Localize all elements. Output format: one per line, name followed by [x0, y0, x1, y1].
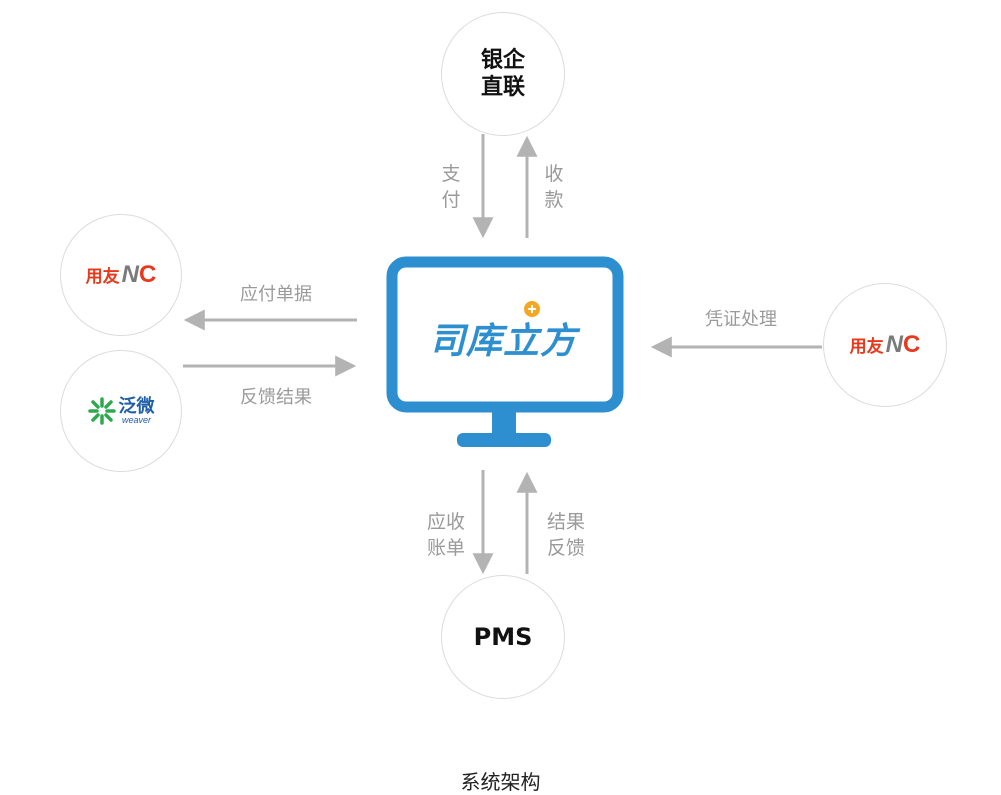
label-result-feedback: 结果 反馈 — [546, 511, 585, 559]
node-bank-line1: 银企 — [480, 47, 525, 73]
node-yonyou-nc-left: 用友 N C — [60, 214, 182, 336]
center-logo: 司库立方 — [405, 312, 601, 364]
monitor-icon — [386, 256, 624, 447]
node-yonyou-nc-right: 用友 N C — [823, 283, 947, 407]
siku-logo-mark — [524, 301, 540, 317]
label-feedback-result: 反馈结果 — [240, 387, 312, 408]
node-pms: PMS — [441, 575, 565, 699]
yonyou-nc-logo: 用友 N C — [849, 331, 921, 358]
label-voucher: 凭证处理 — [705, 309, 777, 330]
node-bank-line2: 直联 — [480, 75, 525, 100]
weaver-brand-en: weaver — [121, 414, 151, 425]
label-receivable-bill: 应收 账单 — [426, 511, 465, 559]
weaver-logo: 泛微 weaver — [87, 395, 155, 425]
yonyou-nc-logo: 用友 N C — [85, 261, 157, 288]
center-logo-text: 司库立方 — [428, 320, 577, 362]
node-weaver: 泛微 weaver — [60, 350, 182, 472]
weaver-star-icon — [87, 397, 116, 425]
label-receive: 收 款 — [544, 163, 564, 211]
label-pay: 支 付 — [441, 163, 461, 211]
node-pms-label: PMS — [473, 623, 533, 651]
figure-caption: 系统架构 — [460, 770, 541, 794]
node-bank-direct: 银企 直联 — [441, 12, 565, 136]
weaver-brand-cn: 泛微 — [118, 395, 155, 417]
label-payable-docs: 应付单据 — [240, 284, 312, 305]
